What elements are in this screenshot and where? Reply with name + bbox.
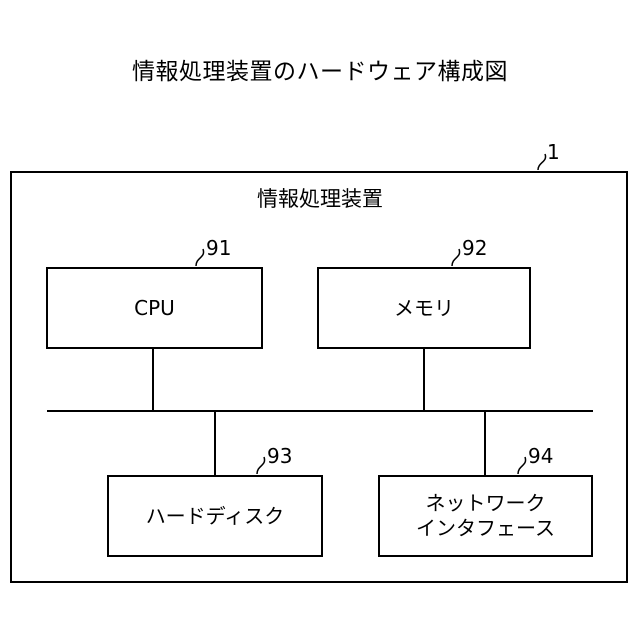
- network-label-line1: ネットワーク: [426, 491, 546, 516]
- apparatus-ref: 1: [547, 140, 560, 164]
- network-leader: [518, 457, 526, 474]
- network-ref: 94: [528, 444, 553, 468]
- memory-ref: 92: [462, 236, 487, 260]
- apparatus-leader: [538, 154, 546, 170]
- network-label-line2: インタフェース: [416, 516, 555, 541]
- network-label: ネットワーク インタフェース: [379, 476, 592, 556]
- cpu-leader: [196, 249, 204, 266]
- cpu-ref: 91: [206, 236, 231, 260]
- apparatus-label: 情報処理装置: [0, 183, 640, 213]
- hdd-leader: [257, 457, 265, 474]
- hdd-label: ハードディスク: [108, 476, 322, 556]
- memory-leader: [452, 249, 460, 266]
- cpu-label: CPU: [47, 268, 262, 348]
- memory-label: メモリ: [318, 268, 530, 348]
- hdd-ref: 93: [267, 444, 292, 468]
